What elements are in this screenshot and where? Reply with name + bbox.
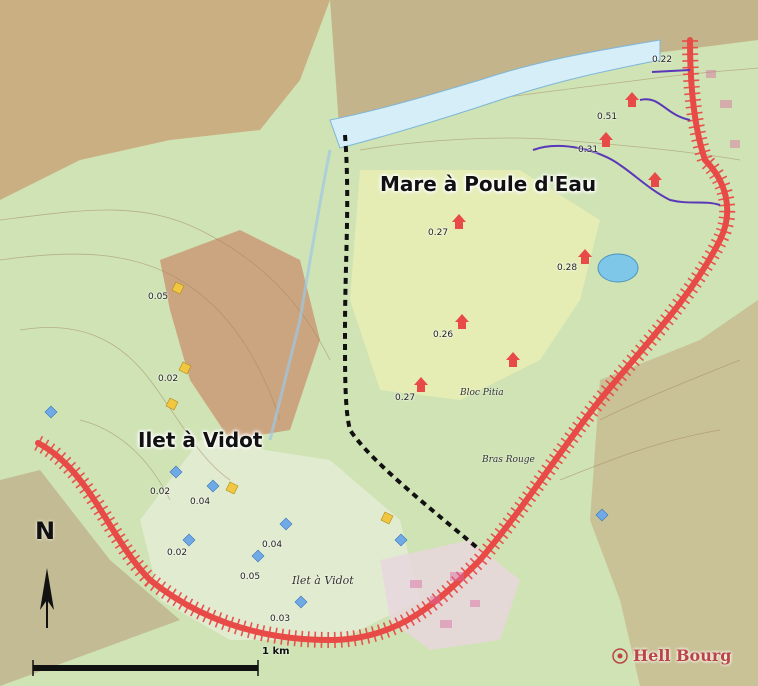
terrain-cliff-e (590, 300, 758, 686)
value-label: 0.04 (190, 497, 211, 507)
value-label: 0.03 (270, 614, 291, 624)
value-label: 0.02 (167, 548, 188, 558)
place-label-mare: Mare à Poule d'Eau (380, 172, 597, 196)
terrain-plateau (350, 170, 600, 400)
river (329, 39, 661, 149)
value-label: 0.04 (262, 540, 283, 550)
value-label: 0.27 (428, 228, 449, 238)
yellow-markers (165, 281, 394, 525)
terrain-cliff-nw (0, 0, 330, 200)
terrain-massif (160, 230, 320, 440)
pond (597, 253, 639, 283)
river-tributary (268, 149, 332, 441)
red-markers (414, 92, 662, 392)
value-label: 0.28 (557, 263, 578, 273)
value-label: 0.02 (158, 374, 179, 384)
scale-bar (33, 665, 258, 671)
buildings (410, 70, 740, 628)
place-label-ilet: Ilet à Vidot (138, 428, 263, 452)
blue-markers (44, 405, 609, 609)
value-label: 0.26 (433, 330, 454, 340)
value-label: 0.27 (395, 393, 416, 403)
place-label-bloc-pitia: Bloc Pitia (460, 388, 504, 398)
value-label: 0.05 (148, 292, 169, 302)
place-label-bras-rouge: Bras Rouge (482, 455, 535, 465)
hell-bourg-logo-icon (612, 648, 628, 664)
value-label: 0.51 (597, 112, 618, 122)
value-label: 0.05 (240, 572, 261, 582)
trail-route (34, 37, 736, 649)
north-label: N (35, 517, 56, 545)
north-arrow-icon (40, 568, 54, 628)
dotted-trail (342, 134, 482, 552)
place-label-ilet-small: Ilet à Vidot (292, 574, 354, 587)
terrain-cliff-sw (0, 470, 180, 686)
value-label: 0.31 (578, 145, 599, 155)
terrain-village-area (140, 440, 420, 640)
value-label: 0.02 (150, 487, 171, 497)
place-label-hell-bourg: Hell Bourg (633, 646, 732, 665)
scale-bar-label: 1 km (262, 646, 290, 657)
value-label: 0.22 (652, 55, 673, 65)
purple-boundaries (532, 69, 721, 206)
